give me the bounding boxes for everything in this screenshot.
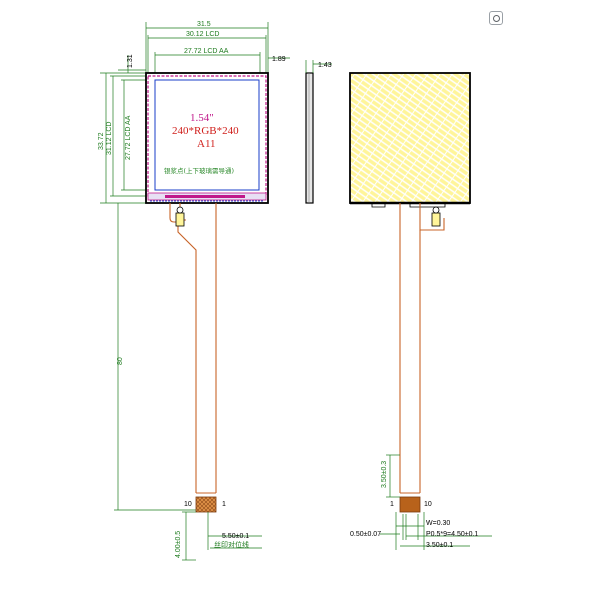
lcd-height-dim: 31.12 LCD: [106, 122, 113, 155]
front-fpc: [169, 203, 217, 493]
front-pin-right-label: 1: [222, 501, 226, 508]
pin-width-dim: W=0.30: [426, 520, 450, 527]
aa-height-dim: 27.72 LCD AA: [125, 115, 132, 160]
ic-bar: [165, 195, 245, 198]
front-view: 31.5 30.12 LCD 27.72 LCD AA 1.89 1.31 33…: [98, 21, 290, 561]
front-pin-left-label: 10: [184, 501, 192, 508]
backlight-panel: [349, 72, 471, 204]
back-view: 1 10 3.50±0.3 W=0.30 P0.5*9=4.50±0.1 3.5…: [349, 72, 492, 550]
top-gap-dim: 1.31: [127, 54, 134, 68]
aa-width-dim: 27.72 LCD AA: [184, 48, 229, 55]
overall-width-dim: 31.5: [197, 21, 211, 28]
front-tail-dimensions: [182, 511, 262, 561]
lcd-size-label: 1.54": [190, 112, 214, 124]
thickness-dim: 1.43: [318, 62, 332, 69]
back-fpc: [399, 203, 445, 493]
side-profile: [305, 72, 314, 204]
stiffener-length-dim: 3.50±0.3: [381, 461, 388, 488]
silver-dot-note: 银浆点(上下玻璃需导通): [164, 166, 234, 175]
side-view: 1.43: [305, 60, 332, 204]
back-contact-pad: [399, 496, 421, 513]
back-tail-dimensions: [380, 454, 492, 550]
active-area-outline: [154, 79, 260, 191]
front-top-dimensions: [118, 22, 290, 80]
back-tail-width-dim: 3.50±0.1: [426, 542, 453, 549]
side-gap-dim: 1.89: [272, 56, 286, 63]
overall-height-dim: 33.72: [98, 132, 105, 150]
driver-label: A11: [197, 138, 216, 150]
front-left-dimensions: [100, 55, 196, 511]
module-outline: [145, 72, 269, 204]
back-pin-right-label: 10: [424, 501, 432, 508]
fpc-length-dim: 80: [117, 357, 124, 365]
back-pin-left-label: 1: [390, 501, 394, 508]
fpc-contact-pads: [195, 496, 217, 513]
tail-length-dim: 4.00±0.5: [175, 531, 182, 558]
lcd-width-dim: 30.12 LCD: [186, 31, 219, 38]
pitch-dim: P0.5*9=4.50±0.1: [426, 531, 478, 538]
lens-circle: [492, 14, 500, 22]
front-tail-width-dim: 5.50±0.1: [222, 533, 249, 540]
offset-dim: 0.50±0.07: [350, 531, 381, 538]
silkscreen-note: 丝印对位线: [214, 540, 249, 549]
lens-icon[interactable]: [489, 11, 503, 25]
resolution-label: 240*RGB*240: [172, 125, 239, 137]
